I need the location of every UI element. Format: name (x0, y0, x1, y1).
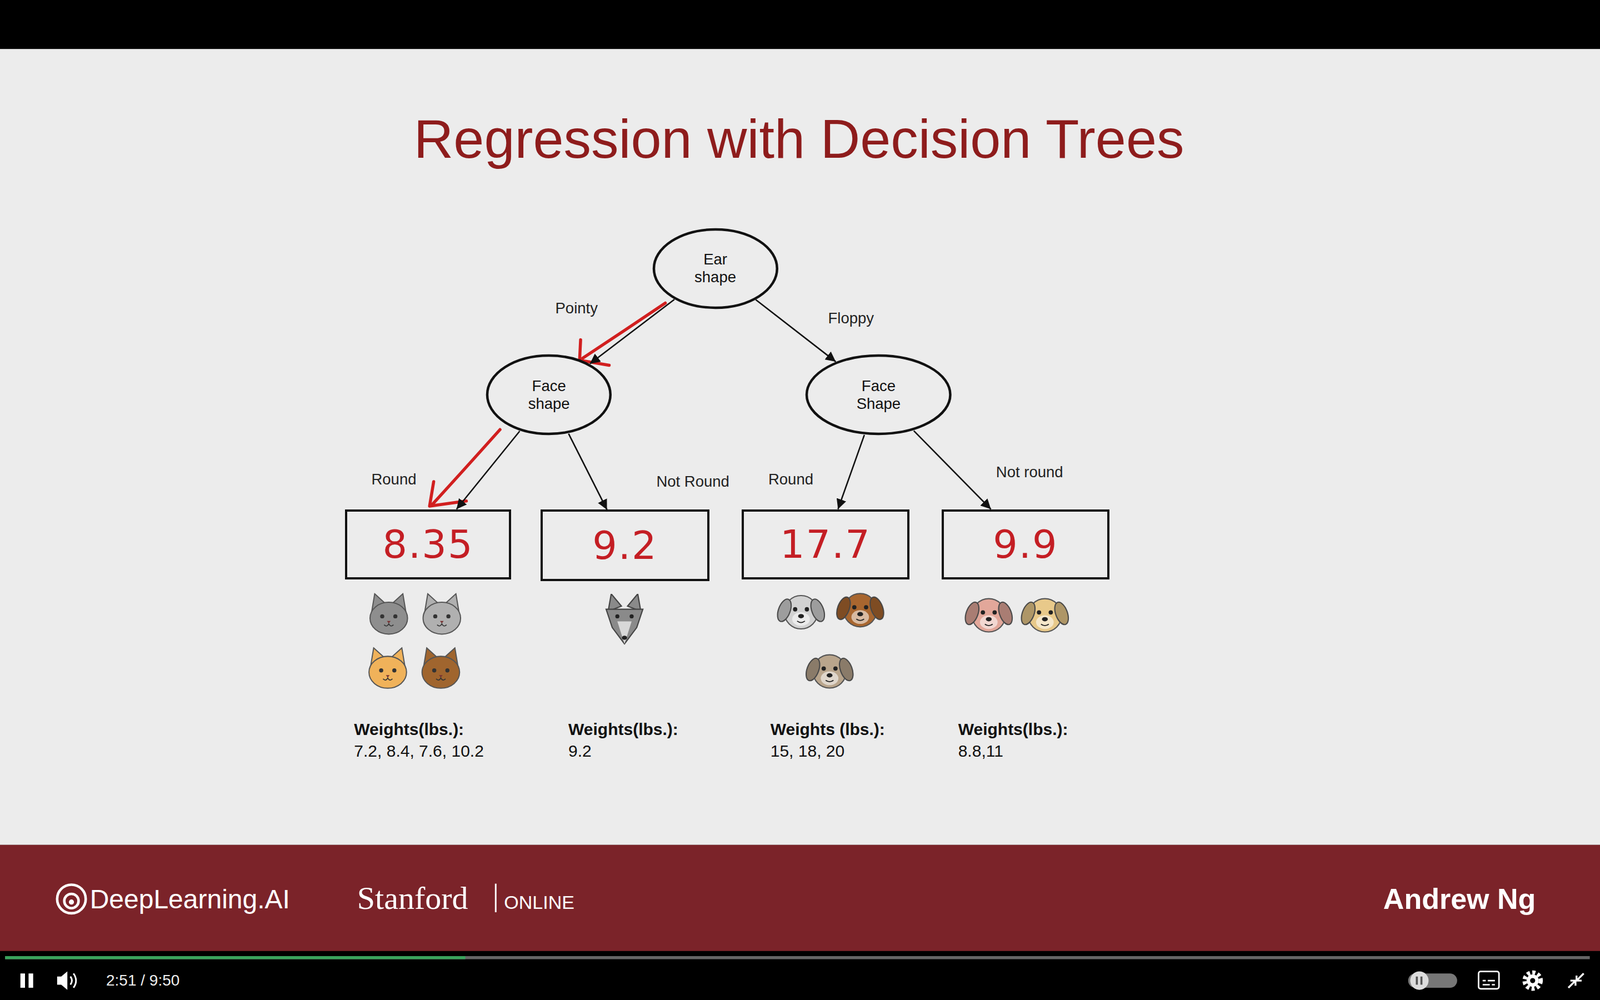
node-label: Face shape (522, 377, 576, 413)
leaf-value-box: 9.9 (941, 509, 1109, 580)
pause-bar (28, 973, 33, 988)
slide-ground (0, 48, 1600, 845)
dog-icon (803, 655, 856, 689)
leaf-value-box: 9.2 (540, 509, 709, 582)
settings-gear (1524, 972, 1541, 989)
brand-name: Stanford (357, 879, 469, 917)
leaf-value: 8.35 (382, 521, 474, 568)
node-text-group: Ear shape (688, 250, 743, 286)
brand-name: DeepLearning.AI (90, 883, 290, 915)
branch-label: Round (765, 469, 817, 490)
connector-arrow (456, 431, 520, 510)
weights-values: 8.8,11 (958, 741, 1004, 761)
decision-node: Ear shape (652, 227, 779, 310)
connector-arrow (590, 299, 675, 364)
player-controls (5, 956, 1590, 990)
brand-suffix: ONLINE (503, 891, 575, 913)
playback-time: 2:51 / 9:50 (106, 971, 180, 990)
leaf-value: 9.9 (992, 521, 1058, 568)
weights-heading: Weights(lbs.): (958, 720, 1069, 739)
weights-heading: Weights(lbs.): (353, 720, 464, 739)
decision-node: Face shape (485, 353, 613, 436)
node-label: Face Shape (852, 377, 906, 413)
branch-label: Pointy (552, 298, 602, 319)
connector-arrow (837, 435, 864, 510)
toggle-pause (1420, 976, 1423, 985)
dog-icon (962, 598, 1015, 633)
captions-icon (1478, 971, 1499, 989)
weights-values: 7.2, 8.4, 7.6, 10.2 (353, 741, 484, 761)
settings-gear (1526, 974, 1539, 987)
logo-ring (57, 884, 86, 913)
node-ellipse (653, 229, 778, 308)
cat-icon (423, 593, 462, 635)
leaf-value: 17.7 (780, 521, 872, 568)
pause-bar (20, 973, 25, 988)
wolf-icon (606, 593, 643, 644)
settings-gear-hole (1530, 978, 1535, 984)
slide-title: Regression with Decision Trees (413, 107, 1185, 171)
branch-label: Floppy (825, 308, 878, 329)
connector-arrow (755, 300, 836, 363)
animal-icons (368, 593, 1072, 688)
stanford-divider (495, 883, 497, 913)
cat-icon (368, 647, 407, 689)
weights-values: 9.2 (568, 741, 592, 761)
node-text-group: 9.2 (592, 522, 658, 569)
progress-track (5, 956, 1590, 960)
cat-icon (422, 647, 460, 689)
branch-label: Round (367, 469, 420, 490)
leaf-value-box: 17.7 (741, 509, 909, 580)
speaker-icon (57, 971, 68, 990)
toggle-knob (1410, 971, 1429, 990)
logo-dot (68, 899, 74, 905)
weights-values: 15, 18, 20 (770, 741, 845, 761)
branch-label: Not round (992, 462, 1067, 483)
footer-band (0, 845, 1600, 952)
node-text-group: Face Shape (852, 377, 906, 413)
connector-arrow (913, 430, 992, 509)
dog-icon (1018, 598, 1072, 633)
connector-arrow (568, 433, 607, 510)
node-text-group: 9.9 (992, 521, 1058, 568)
dog-icon (833, 593, 887, 627)
leaf-value-box: 8.35 (345, 509, 512, 580)
node-text-group: 17.7 (780, 521, 872, 568)
cat-icon (370, 593, 408, 635)
weights-heading: Weights (lbs.): (770, 720, 885, 739)
weights-heading: Weights(lbs.): (568, 720, 679, 739)
decision-node: Face Shape (805, 353, 952, 436)
deeplearning-logo (57, 884, 86, 913)
node-label: Ear shape (688, 250, 743, 286)
presenter-name: Andrew Ng (1383, 882, 1536, 916)
branch-label: Not Round (652, 471, 733, 492)
captions-lines (1482, 980, 1495, 985)
toggle-pause (1415, 976, 1418, 985)
speaker-waves (70, 973, 77, 988)
leaf-value: 9.2 (592, 522, 658, 569)
exit-fullscreen-icon (1568, 973, 1584, 988)
node-text-group: 8.35 (382, 521, 474, 568)
node-text-group: Face shape (522, 377, 576, 413)
logo-ring (64, 893, 79, 909)
pen-arrowhead (429, 481, 467, 507)
node-ellipse (806, 355, 950, 434)
dog-icon (775, 595, 828, 629)
node-ellipse (487, 355, 611, 434)
progress-played (5, 956, 465, 960)
